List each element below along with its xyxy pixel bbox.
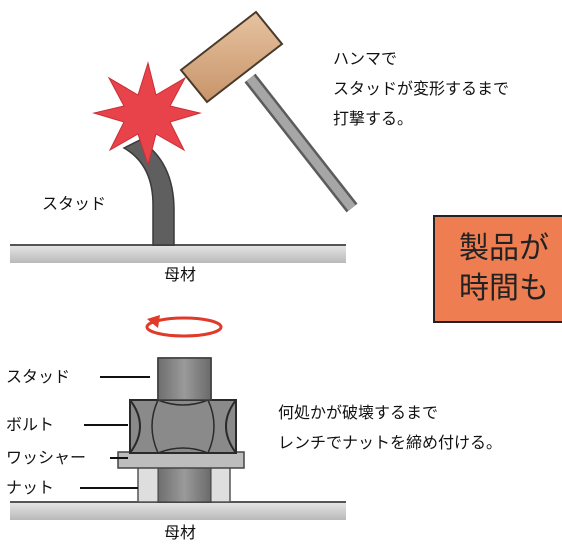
- hammer-icon: [179, 10, 358, 213]
- label-stud: スタッド: [6, 367, 71, 386]
- rotation-arrow-icon: [145, 315, 223, 338]
- callout-box: 製品が 時間も: [433, 215, 562, 323]
- bolt-hex: [129, 399, 237, 454]
- top-instruction-line-2: スタッドが変形するまで: [333, 79, 510, 98]
- label-leaders: [80, 376, 150, 489]
- bottom-instruction-line-1: 何処かが破壊するまで: [278, 403, 439, 422]
- lower-nut: [137, 466, 231, 503]
- impact-star-icon: [92, 61, 202, 167]
- callout-line-2: 時間も: [459, 271, 549, 306]
- top-stud-label: スタッド: [42, 194, 107, 213]
- washer: [117, 451, 245, 469]
- bottom-base-plate: [10, 501, 346, 520]
- top-instruction-line-3: 打撃する。: [333, 109, 414, 128]
- label-nut: ナット: [6, 478, 55, 497]
- top-instruction-line-1: ハンマで: [333, 49, 398, 68]
- label-bolt: ボルト: [6, 415, 55, 434]
- bottom-instruction-line-2: レンチでナットを締め付ける。: [278, 433, 503, 452]
- top-base-label: 母材: [164, 265, 197, 284]
- callout-line-1: 製品が: [459, 231, 549, 266]
- top-base-plate: [10, 244, 346, 263]
- bottom-base-label: 母材: [164, 523, 197, 542]
- label-washer: ワッシャー: [6, 448, 87, 467]
